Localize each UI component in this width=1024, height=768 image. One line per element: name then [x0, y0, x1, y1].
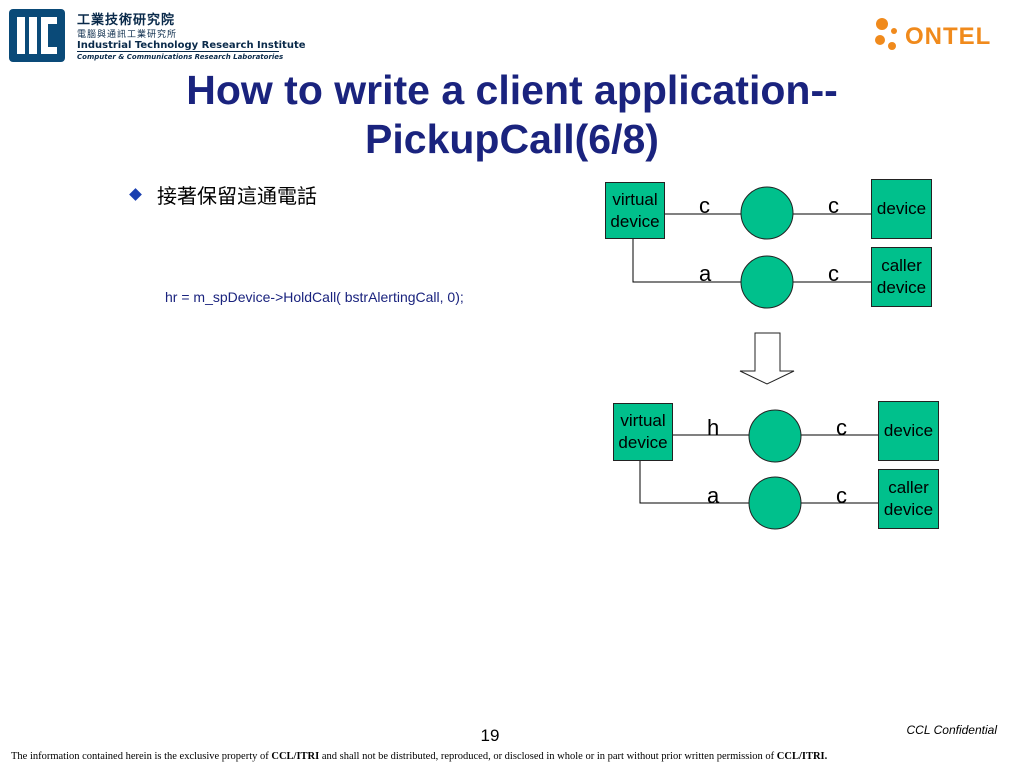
- itri-name-en: Industrial Technology Research Institute: [77, 40, 306, 51]
- slide-title-line1: How to write a client application--: [186, 67, 838, 113]
- page-number: 19: [480, 726, 500, 745]
- itri-divider: [77, 51, 279, 52]
- state-label-before-2-right: c: [828, 261, 839, 286]
- state-label-before-2-left: a: [699, 261, 712, 286]
- confidential-label: CCL Confidential: [906, 723, 998, 737]
- svg-text:ONTEL: ONTEL: [905, 23, 991, 50]
- call-circle-after-1: [748, 409, 802, 463]
- call-circle-after-2: [748, 476, 802, 530]
- state-label-after-1-right: c: [836, 415, 847, 440]
- state-label-before-1-left: c: [699, 193, 710, 218]
- state-label-after-2-right: c: [836, 483, 847, 508]
- footer-disclaimer: The information contained herein is the …: [11, 751, 828, 762]
- itri-name-cn: 工業技術研究院: [77, 13, 176, 28]
- down-arrow-icon: [739, 332, 795, 385]
- slide-title: How to write a client application-- Pick…: [60, 66, 964, 164]
- slide-title-line2: PickupCall(6/8): [365, 116, 659, 162]
- itri-lab-en: Computer & Communications Research Labor…: [77, 53, 284, 61]
- bullet-text: 接著保留這通電話: [157, 184, 317, 208]
- device-box-after: device: [878, 401, 939, 461]
- code-line: hr = m_spDevice->HoldCall( bstrAlertingC…: [165, 289, 464, 305]
- state-label-after-2-left: a: [707, 483, 720, 508]
- call-circle-before-1: [740, 186, 794, 240]
- call-circle-before-2: [740, 255, 794, 309]
- state-label-before-1-right: c: [828, 193, 839, 218]
- itri-logo: [9, 9, 65, 62]
- device-box-before: device: [871, 179, 932, 239]
- itri-lab-cn: 電腦與通訊工業研究所: [77, 30, 178, 40]
- state-label-after-1-left: h: [707, 415, 720, 440]
- ontel-logo: ONTEL: [875, 18, 991, 50]
